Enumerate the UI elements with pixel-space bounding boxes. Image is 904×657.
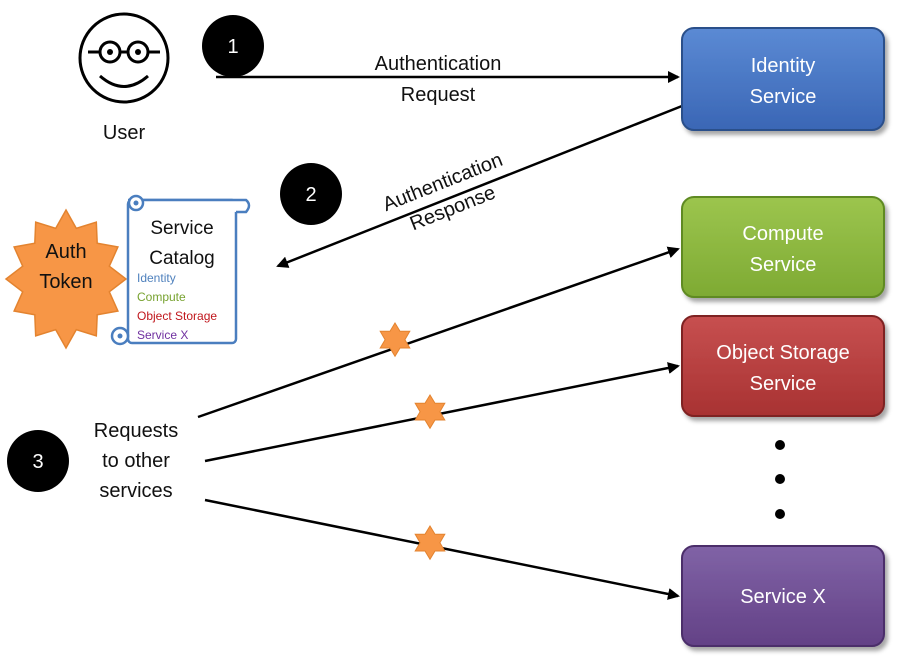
auth-request-label-line1: Authentication xyxy=(375,53,502,75)
token-burst-icon-2 xyxy=(414,394,446,430)
auth-response-arrow xyxy=(276,104,683,268)
user-figure xyxy=(78,12,170,104)
step-2-badge: 2 xyxy=(280,163,342,225)
catalog-title-line1: Service xyxy=(150,218,213,239)
step-3-badge: 3 xyxy=(7,430,69,492)
user-face-icon xyxy=(78,12,170,104)
step-1-number: 1 xyxy=(227,36,238,58)
requests-label-line3: services xyxy=(99,480,172,502)
service-x-box: Service X xyxy=(681,545,885,647)
requests-label-line2: to other xyxy=(102,450,170,472)
compute-service-box: Compute Service xyxy=(681,196,885,298)
compute-service-label-line2: Service xyxy=(750,254,817,276)
auth-token-burst-icon xyxy=(4,208,128,350)
catalog-title-line2: Catalog xyxy=(149,248,215,269)
auth-request-label-line2: Request xyxy=(401,84,476,106)
step-1-badge: 1 xyxy=(202,15,264,77)
identity-service-box: Identity Service xyxy=(681,27,885,131)
user-smile xyxy=(99,74,149,88)
step-3-number: 3 xyxy=(32,451,43,473)
catalog-item-object-storage: Object Storage xyxy=(137,309,217,323)
step-2-number: 2 xyxy=(305,184,316,206)
object-storage-service-label-line2: Service xyxy=(750,373,817,395)
compute-service-label-line1: Compute xyxy=(742,223,823,245)
service-x-label-line1: Service X xyxy=(740,586,826,608)
glasses-icon xyxy=(88,40,160,64)
requests-label-line1: Requests xyxy=(94,420,179,442)
token-burst-icon-3 xyxy=(414,525,446,561)
auth-token-label-line1: Auth xyxy=(45,241,86,263)
object-storage-service-box: Object Storage Service xyxy=(681,315,885,417)
identity-service-label-line2: Service xyxy=(750,86,817,108)
request-arrow-compute xyxy=(197,246,680,419)
service-catalog-scroll-icon xyxy=(110,194,251,346)
auth-token-label-line2: Token xyxy=(39,271,92,293)
identity-service-label-line1: Identity xyxy=(751,55,815,77)
catalog-item-identity: Identity xyxy=(137,271,176,285)
catalog-item-service-x: Service X xyxy=(137,328,188,342)
ellipsis-dots xyxy=(775,440,785,519)
token-burst-icon-1 xyxy=(379,322,411,358)
catalog-item-compute: Compute xyxy=(137,290,186,304)
user-label: User xyxy=(103,122,146,144)
object-storage-service-label-line1: Object Storage xyxy=(716,342,849,364)
